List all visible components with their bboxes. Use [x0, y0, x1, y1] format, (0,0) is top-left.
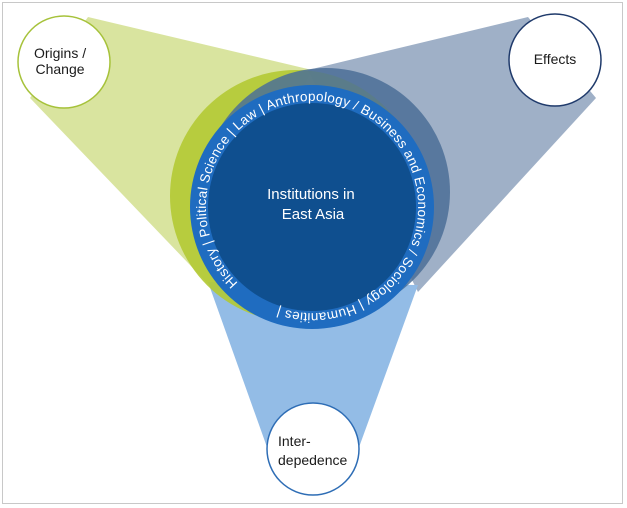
- node-label-line: depedence: [278, 452, 348, 468]
- node-label-line: Change: [35, 61, 84, 77]
- svg-text:Origins / Change: Origins / Change: [34, 45, 90, 77]
- diagram-frame: [2, 2, 623, 504]
- node-effects[interactable]: Effects: [508, 13, 602, 107]
- center-title-line-2: East Asia: [282, 206, 345, 223]
- center-title-line-1: Institutions in: [267, 186, 355, 203]
- node-label-line: Origins /: [34, 45, 86, 61]
- svg-text:Inter- depedence: Inter- depedence: [278, 433, 348, 468]
- node-interdependence[interactable]: Inter- depedence: [266, 402, 360, 496]
- center-title: Institutions in East Asia: [267, 186, 359, 223]
- svg-text:Effects: Effects: [534, 51, 577, 67]
- node-origins-change[interactable]: Origins / Change: [17, 15, 111, 109]
- lightblue-cone: [208, 282, 418, 450]
- node-label-line: Inter-: [278, 433, 311, 449]
- node-label-line: Effects: [534, 51, 577, 67]
- core-circle: [208, 103, 416, 311]
